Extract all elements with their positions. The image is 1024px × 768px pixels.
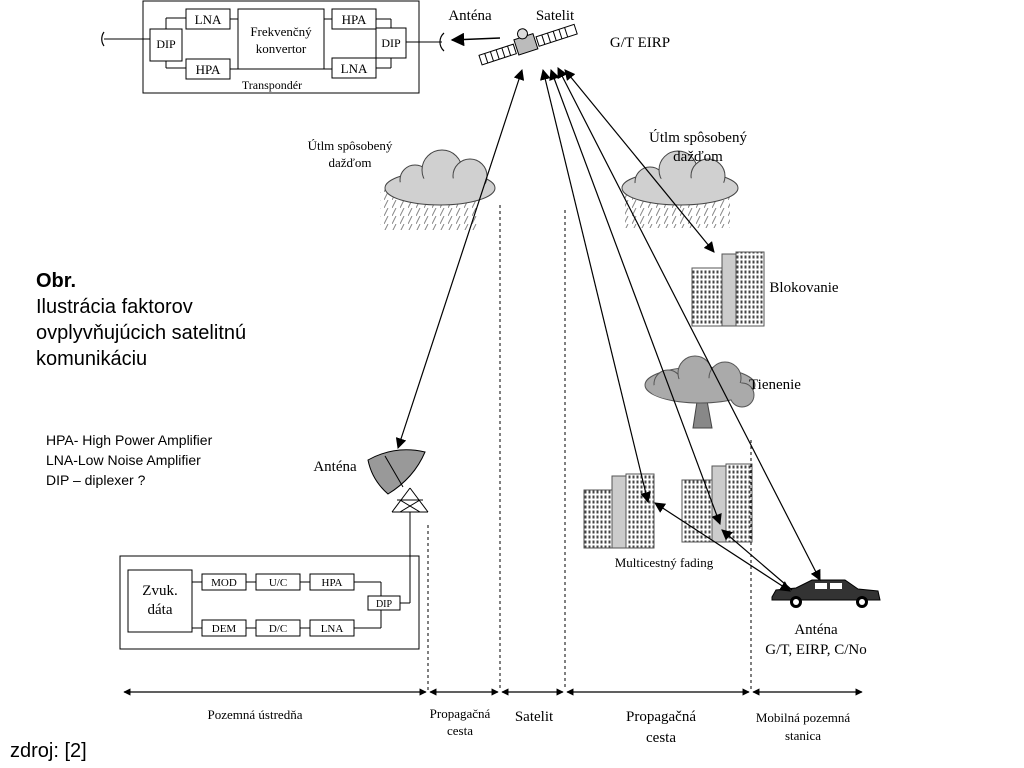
rain-right-label-line1: Útlm spôsobený: [649, 129, 747, 146]
blocking-path: [564, 69, 715, 253]
hpa-ground-label: HPA: [322, 577, 343, 589]
converter-label-line1: Frekvenčný: [250, 24, 312, 39]
mobile-params-label: G/T, EIRP, C/No: [765, 642, 866, 658]
abbreviation-list: HPA- High Power Amplifier LNA-Low Noise …: [46, 430, 212, 490]
transponder-block: DIP LNA HPA Frekvenčný konvertor HPA LNA…: [101, 0, 445, 94]
abbreviation-dip: DIP – diplexer ?: [46, 472, 146, 488]
abbreviation-lna: LNA-Low Noise Amplifier: [46, 452, 201, 468]
ground-antenna-label: Anténa: [313, 459, 357, 475]
audio-data-label-line2: dáta: [148, 602, 173, 618]
transponder-label: Transpondér: [242, 78, 302, 92]
caption-line2: ovplyvňujúcich satelitnú: [36, 322, 247, 344]
reflection-path-right: [721, 529, 793, 591]
uc-label: U/C: [269, 577, 287, 589]
blocking-label: Blokovanie: [769, 280, 838, 296]
signal-paths: [395, 67, 821, 592]
segment-mobile-line2: stanica: [785, 728, 821, 743]
dip-ground-label: DIP: [376, 599, 393, 610]
segment-mobile-line1: Mobilná pozemná: [756, 710, 850, 725]
caption-title: Obr.: [36, 270, 77, 292]
converter-label-line2: konvertor: [256, 41, 307, 56]
audio-data-box: [127, 569, 193, 633]
lna-ground-label: LNA: [321, 623, 344, 635]
segment-dividers: [427, 205, 752, 690]
dem-label: DEM: [212, 623, 237, 635]
reflection-path-left: [654, 502, 791, 592]
receive-antenna-icon: [101, 31, 105, 47]
mod-label: MOD: [211, 577, 237, 589]
rain-cloud-left-icon: [380, 149, 496, 230]
satellite-label: Satelit: [536, 8, 575, 24]
abbreviation-hpa: HPA- High Power Amplifier: [46, 432, 213, 448]
transmit-antenna-icon: [439, 32, 445, 52]
segment-propagation-right-line2: cesta: [646, 730, 676, 746]
frequency-converter-box: [237, 8, 325, 70]
lna-top-label: LNA: [195, 12, 222, 27]
hpa-top-label: HPA: [342, 12, 367, 27]
dip-left-box: [149, 28, 183, 62]
multipath-buildings-right-icon: [681, 463, 753, 543]
shadowing-label: Tienenie: [749, 377, 801, 393]
segment-propagation-right-line1: Propagačná: [626, 709, 696, 725]
figure-caption: Obr. Ilustrácia faktorov ovplyvňujúcich …: [36, 268, 336, 372]
dip-right-label: DIP: [381, 36, 401, 50]
multipath-label: Multicestný fading: [615, 555, 714, 570]
satellite-gt-eirp-label: G/T EIRP: [610, 35, 670, 51]
satellite-antenna-label: Anténa: [448, 8, 492, 24]
car-icon: [771, 579, 881, 608]
satellite-to-transponder-arrow: [450, 32, 501, 47]
caption-line1: Ilustrácia faktorov: [36, 296, 193, 318]
lna-bottom-label: LNA: [341, 61, 368, 76]
satellite-icon: [478, 23, 578, 66]
multipath-path-left: [540, 68, 651, 504]
rain-right-label-line2: dažďom: [673, 149, 723, 165]
rain-left-label-line1: Útlm spôsobený: [308, 138, 393, 153]
segment-ground-hub-label: Pozemná ústredňa: [208, 707, 303, 722]
dip-left-label: DIP: [156, 37, 176, 51]
blocking-buildings-icon: [691, 251, 765, 327]
segment-propagation-left-line1: Propagačná: [430, 706, 491, 721]
segment-propagation-left-line2: cesta: [447, 723, 473, 738]
segment-satellite-label: Satelit: [515, 709, 554, 725]
uplink-downlink-path: [395, 68, 525, 450]
ground-station-block: Zvuk. dáta MOD U/C HPA DEM D/C LNA DIP: [119, 555, 420, 650]
rain-left-label-line2: dažďom: [328, 155, 371, 170]
source-reference: zdroj: [2]: [10, 740, 87, 762]
hpa-bottom-label: HPA: [196, 62, 221, 77]
mobile-antenna-label: Anténa: [794, 622, 838, 638]
caption-line3: komunikáciu: [36, 348, 148, 370]
dc-label: D/C: [269, 623, 287, 635]
dip-right-box: [375, 27, 407, 59]
ground-antenna-icon: [367, 449, 429, 513]
audio-data-label-line1: Zvuk.: [142, 583, 177, 599]
